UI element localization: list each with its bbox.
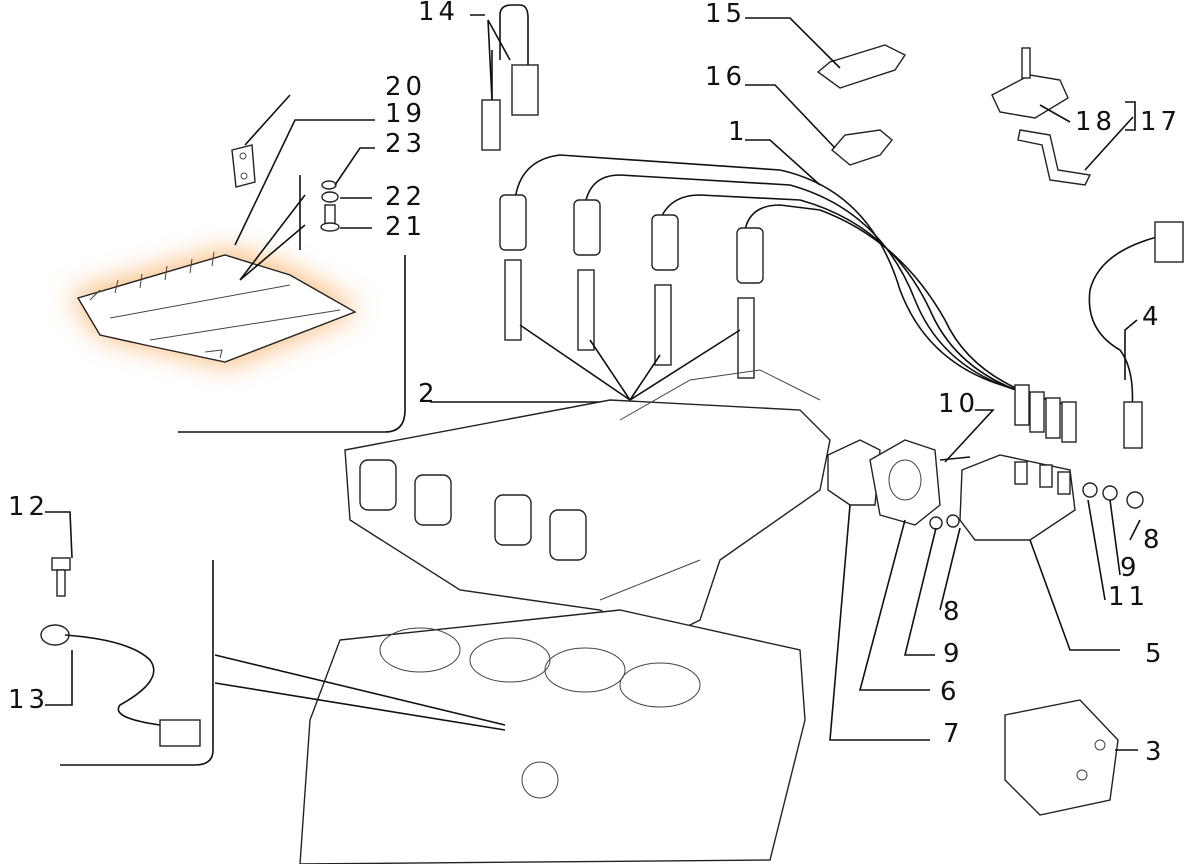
label-5: 5 [1145,639,1166,669]
spark-plugs-2 [430,259,755,403]
label-12: 12 [8,492,49,522]
label-6: 6 [940,677,961,707]
bolt-12 [51,557,71,597]
label-11: 11 [1108,582,1149,612]
label-19: 19 [385,99,426,129]
label-21: 21 [385,212,426,242]
label-2: 2 [418,379,439,409]
wire-clip-16 [831,129,893,166]
label-23: 23 [385,129,426,159]
label-9: 9 [943,639,964,669]
cylinder-head [344,369,831,641]
label-22: 22 [385,182,426,212]
label-8: 8 [943,597,964,627]
label-3: 3 [1145,737,1166,767]
engine-block [299,609,806,864]
bracket-18-17 [991,47,1092,186]
lambda-sensor-14 [481,4,539,151]
label-7: 7 [943,719,964,749]
distributor-cap-3 [1004,699,1119,816]
label-1: 1 [728,117,749,147]
label-4: 4 [1142,302,1163,332]
ignition-leads-1 [499,154,1077,443]
group-bracket [178,175,406,433]
label-16: 16 [705,62,746,92]
label-15: 15 [705,0,746,29]
label-14: 14 [418,0,459,27]
washer-nut-bolt-21-23 [320,180,340,232]
label-20: 20 [385,72,426,102]
bracket-plate-20 [231,144,256,188]
label-9-right: 9 [1120,553,1141,583]
label-17: 17 [1140,107,1181,137]
leader-lines [45,14,1141,751]
group-bracket-lower [60,560,214,766]
knock-sensor-13 [40,624,201,747]
heat-shield-highlighted[interactable] [70,250,360,365]
label-18: 18 [1075,107,1116,137]
label-8-right: 8 [1143,525,1164,555]
leader-block [214,654,506,731]
distributor-assembly [827,439,1144,541]
label-10: 10 [938,389,979,419]
wire-clip-15 [816,44,907,89]
label-13: 13 [8,685,49,715]
lead-4 [1088,221,1184,449]
